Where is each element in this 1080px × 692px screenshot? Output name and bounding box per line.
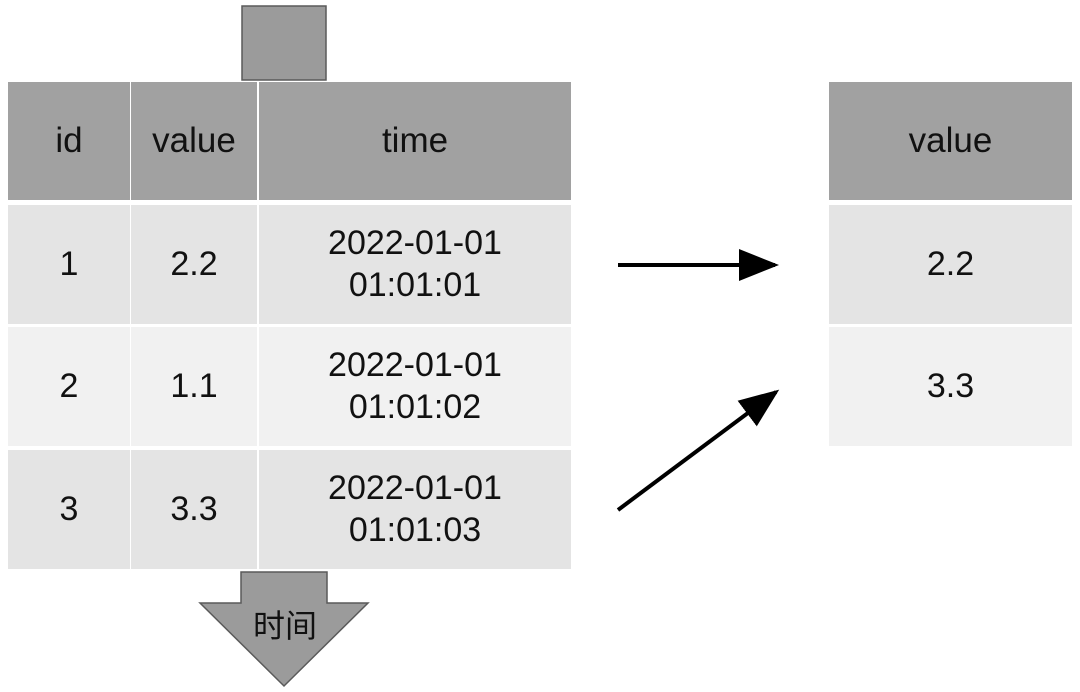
result-row2-value: 3.3 — [829, 327, 1072, 446]
source-header-id: id — [8, 82, 130, 200]
source-row1-time-date: 2022-01-01 — [328, 224, 502, 263]
time-arrow-label: 时间 — [252, 607, 317, 645]
result-row1-value: 2.2 — [829, 205, 1072, 324]
source-row3-time-date: 2022-01-01 — [328, 469, 502, 508]
source-row3-time-clock: 01:01:03 — [348, 510, 482, 549]
source-row2-time-date: 2022-01-01 — [328, 346, 502, 385]
source-header-value: value — [131, 82, 257, 200]
source-row1-value: 2.2 — [131, 205, 257, 324]
source-row3-time: 2022-01-01 01:01:03 — [259, 450, 571, 569]
source-row1-time: 2022-01-01 01:01:01 — [259, 205, 571, 324]
source-row2-time: 2022-01-01 01:01:02 — [259, 327, 571, 446]
source-row2-time-clock: 01:01:02 — [348, 387, 482, 426]
source-row1-id: 1 — [8, 205, 130, 324]
connector-row3-to-result — [616, 389, 780, 512]
source-row3-value: 3.3 — [131, 450, 257, 569]
result-header-value: value — [829, 82, 1072, 200]
source-row2-value: 1.1 — [131, 327, 257, 446]
source-header-time: time — [259, 82, 571, 200]
flow-arrow-top-stub — [241, 5, 327, 81]
source-row2-id: 2 — [8, 327, 130, 446]
source-row1-time-clock: 01:01:01 — [348, 265, 482, 304]
source-row3-id: 3 — [8, 450, 130, 569]
time-direction-arrow-icon — [198, 571, 370, 688]
